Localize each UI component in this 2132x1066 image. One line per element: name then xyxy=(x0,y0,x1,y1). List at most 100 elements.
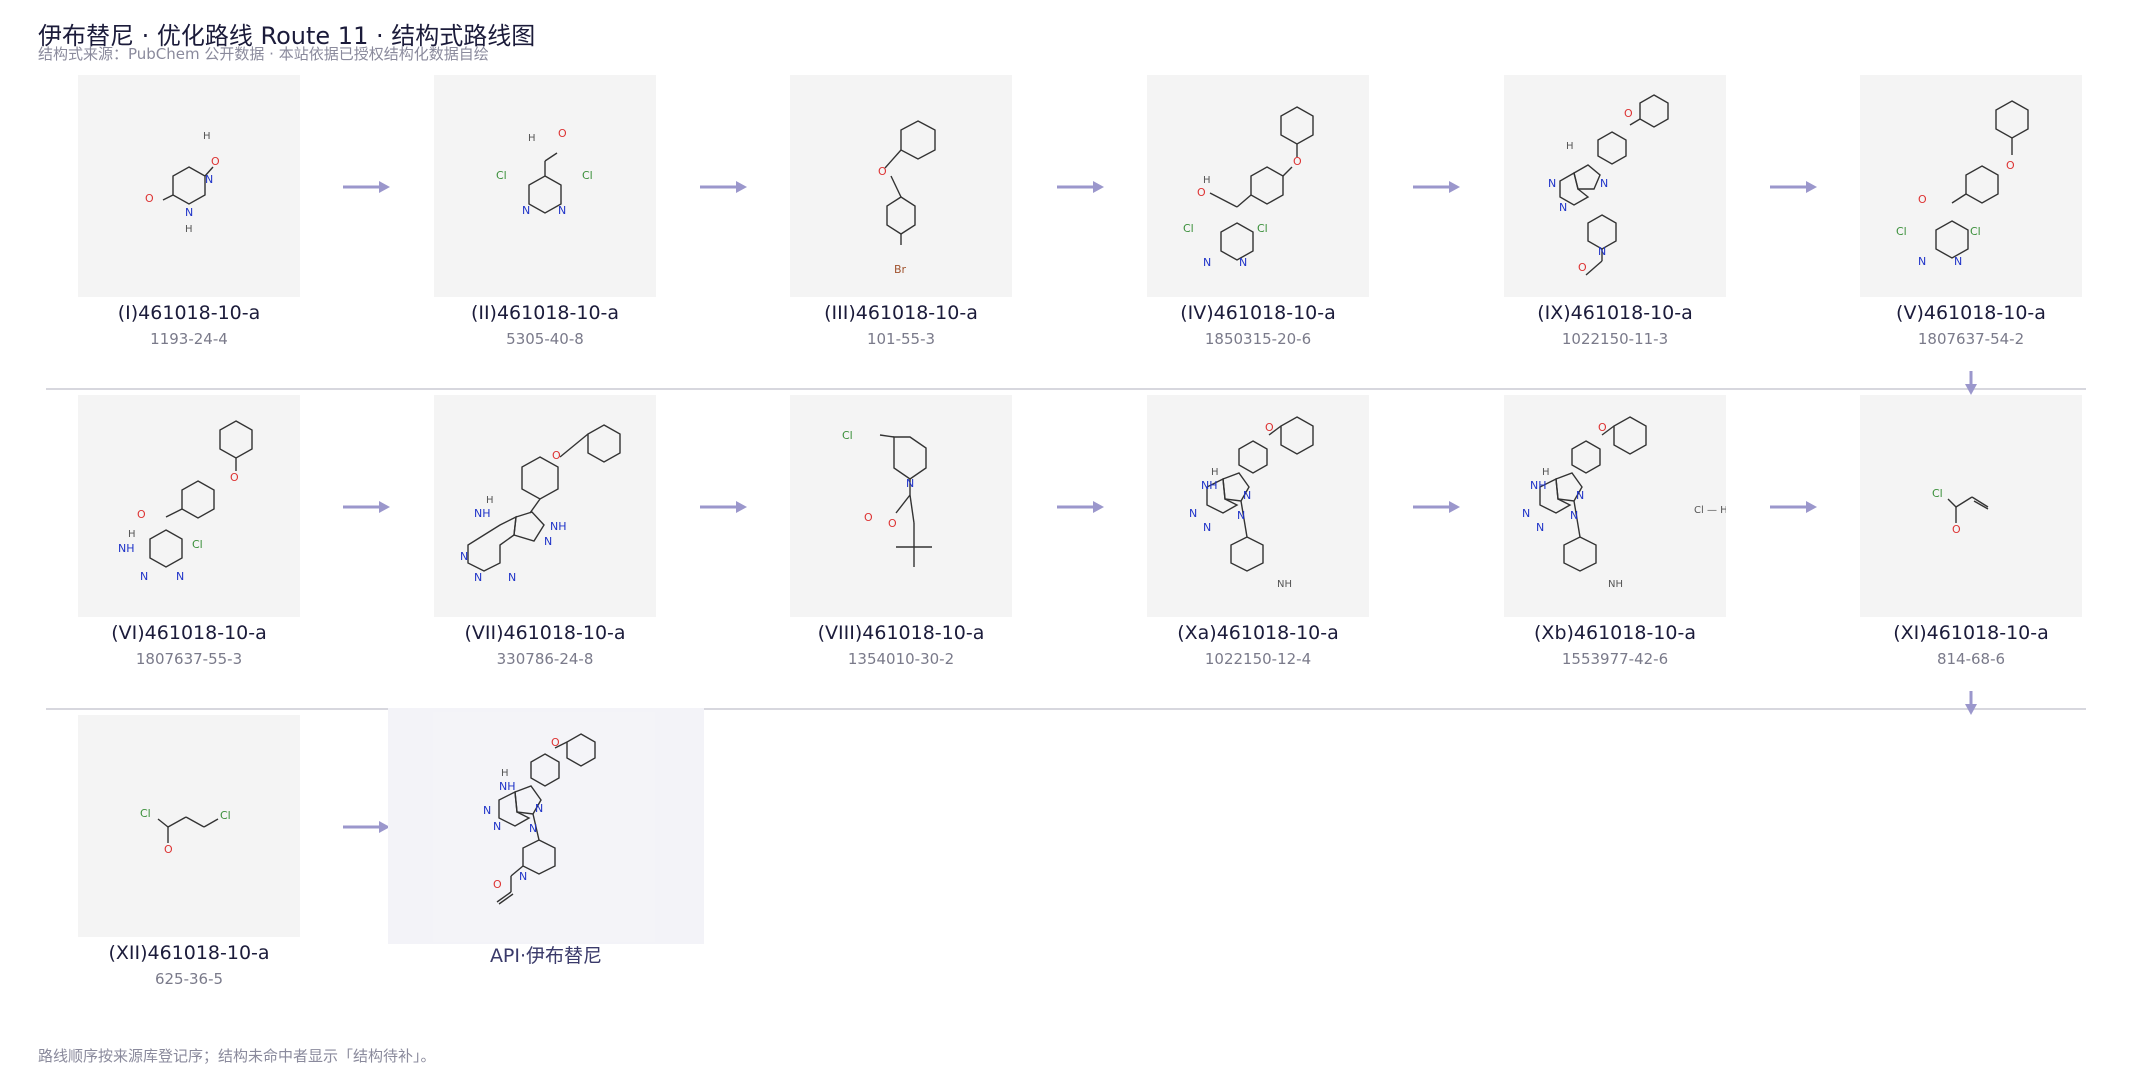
svg-text:N: N xyxy=(1237,509,1245,522)
svg-text:Cl: Cl xyxy=(1970,225,1981,238)
structure-drawing: O NH H N NH N N N xyxy=(460,424,621,584)
svg-text:NH: NH xyxy=(1608,579,1623,590)
svg-text:O: O xyxy=(137,508,146,521)
svg-text:N: N xyxy=(544,535,552,548)
svg-text:O: O xyxy=(552,449,561,462)
compound-label: (Xb)461018-10-a xyxy=(1534,622,1696,644)
svg-text:N: N xyxy=(522,204,530,217)
svg-text:O: O xyxy=(145,192,154,205)
cas-number: 101-55-3 xyxy=(866,330,936,348)
reaction-arrow xyxy=(1055,499,1105,515)
structure-drawing: O Br xyxy=(878,120,936,276)
page-subtitle: 结构式来源：PubChem 公开数据 · 本站依据已授权结构化数据自绘 xyxy=(38,45,489,63)
svg-text:NH: NH xyxy=(499,780,516,793)
structure-card: O N N N N H O xyxy=(1504,75,1726,297)
reaction-arrow xyxy=(1411,499,1461,515)
api-label: API·伊布替尼 xyxy=(489,945,603,967)
svg-text:NH: NH xyxy=(1201,479,1218,492)
svg-text:N: N xyxy=(140,570,148,583)
svg-text:N: N xyxy=(508,571,516,584)
svg-text:NH: NH xyxy=(474,507,491,520)
compound-label: (Xa)461018-10-a xyxy=(1177,622,1339,644)
structure-drawing: O NH H N N N N NH xyxy=(1189,416,1314,590)
structure-drawing: O O Cl NH H N N xyxy=(118,420,253,583)
compound-label: (V)461018-10-a xyxy=(1896,302,2046,324)
svg-text:O: O xyxy=(864,511,873,524)
svg-text:N: N xyxy=(1918,255,1926,268)
compound-label: (III)461018-10-a xyxy=(824,302,978,324)
compound-label: (IX)461018-10-a xyxy=(1537,302,1693,324)
svg-text:N: N xyxy=(1600,177,1608,190)
reaction-arrow xyxy=(341,499,391,515)
row-separator xyxy=(46,708,2086,710)
svg-text:O: O xyxy=(211,155,220,168)
row-continue-arrow xyxy=(1963,690,1979,716)
cas-number: 1022150-11-3 xyxy=(1561,330,1669,348)
svg-text:O: O xyxy=(1578,261,1587,274)
compound-label: (XII)461018-10-a xyxy=(108,942,270,964)
svg-text:O: O xyxy=(230,471,239,484)
svg-text:N: N xyxy=(1570,509,1578,522)
reaction-arrow xyxy=(698,499,748,515)
svg-text:N: N xyxy=(535,802,543,815)
structure-card: O NH H N NH N N N xyxy=(434,395,656,617)
svg-text:N: N xyxy=(519,870,527,883)
svg-text:N: N xyxy=(1548,177,1556,190)
svg-text:N: N xyxy=(906,477,914,490)
row-separator xyxy=(46,388,2086,390)
svg-text:NH: NH xyxy=(550,520,567,533)
reaction-arrow xyxy=(1768,499,1818,515)
svg-text:N: N xyxy=(1576,489,1584,502)
svg-text:Br: Br xyxy=(894,263,907,276)
structure-card: O NH H N N N N NH Cl — H xyxy=(1504,395,1726,617)
compound-label: (VIII)461018-10-a xyxy=(817,622,985,644)
svg-text:N: N xyxy=(176,570,184,583)
structure-drawing: O H O N N H xyxy=(145,131,220,235)
svg-text:Cl — H: Cl — H xyxy=(1694,505,1726,516)
svg-text:Cl: Cl xyxy=(140,807,151,820)
svg-text:Cl: Cl xyxy=(220,809,231,822)
svg-text:O: O xyxy=(888,517,897,530)
svg-text:Cl: Cl xyxy=(582,169,593,182)
svg-text:O: O xyxy=(1197,186,1206,199)
svg-text:N: N xyxy=(1239,256,1247,269)
svg-text:N: N xyxy=(483,804,491,817)
cas-number: 330786-24-8 xyxy=(496,650,594,668)
svg-text:H: H xyxy=(1566,141,1574,152)
cas-number: 814-68-6 xyxy=(1936,650,2006,668)
cas-number: 1193-24-4 xyxy=(150,330,228,348)
svg-text:NH: NH xyxy=(1530,479,1547,492)
reaction-arrow xyxy=(341,819,391,835)
svg-text:O: O xyxy=(2006,159,2015,172)
svg-text:H: H xyxy=(486,495,494,506)
svg-text:O: O xyxy=(878,165,887,178)
footnote: 路线顺序按来源库登记序；结构未命中者显示「结构待补」。 xyxy=(38,1047,436,1065)
structure-card: O O Cl Cl N N xyxy=(1860,75,2082,297)
svg-text:O: O xyxy=(1952,523,1961,536)
compound-label: (VII)461018-10-a xyxy=(464,622,626,644)
structure-card: Cl Cl O xyxy=(78,715,300,937)
svg-text:H: H xyxy=(185,224,193,235)
structure-drawing: O NH H N N N N NH Cl — H xyxy=(1522,416,1726,590)
svg-text:O: O xyxy=(164,843,173,856)
structure-card: O Br xyxy=(790,75,1012,297)
svg-text:N: N xyxy=(1203,256,1211,269)
svg-text:H: H xyxy=(501,768,509,779)
reaction-arrow xyxy=(1055,179,1105,195)
svg-text:Cl: Cl xyxy=(1932,487,1943,500)
cas-number: 1553977-42-6 xyxy=(1561,650,1669,668)
svg-text:Cl: Cl xyxy=(1183,222,1194,235)
svg-text:N: N xyxy=(185,206,193,219)
structure-card: O NH H N N N N NH xyxy=(1147,395,1369,617)
cas-number: 1807637-54-2 xyxy=(1917,330,2025,348)
svg-text:Cl: Cl xyxy=(192,538,203,551)
svg-text:H: H xyxy=(528,133,536,144)
structure-drawing: O O H Cl Cl N N xyxy=(1183,106,1314,269)
svg-text:N: N xyxy=(558,204,566,217)
svg-text:O: O xyxy=(1918,193,1927,206)
svg-text:H: H xyxy=(1211,467,1219,478)
compound-label: (IV)461018-10-a xyxy=(1180,302,1336,324)
svg-text:NH: NH xyxy=(1277,579,1292,590)
svg-text:Cl: Cl xyxy=(1257,222,1268,235)
svg-text:N: N xyxy=(1954,255,1962,268)
